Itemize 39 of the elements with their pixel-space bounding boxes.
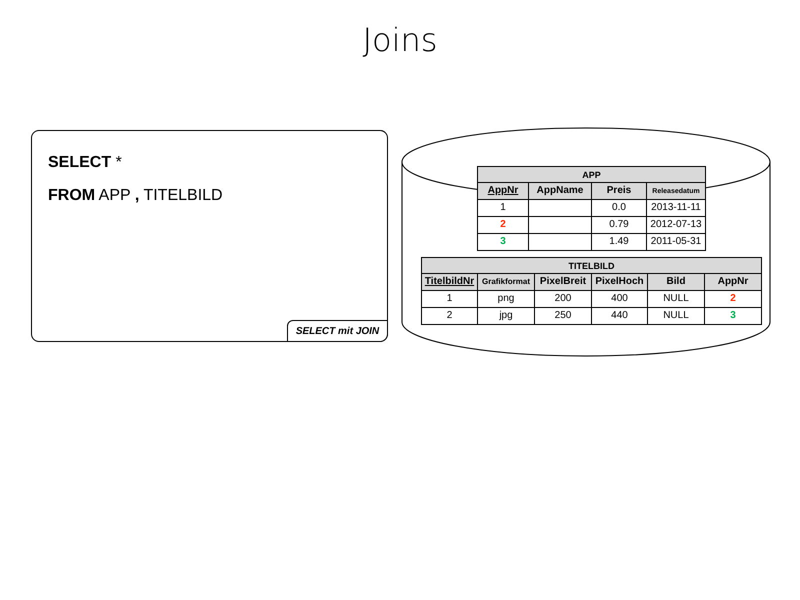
table-cell: 0.0 [592,200,647,216]
table-cell: 400 [592,291,648,307]
table-cell: 250 [535,308,592,324]
table-cell: jpg [478,308,535,324]
sql-line: SELECT* [48,153,122,173]
table-cell-text: 3 [729,309,737,323]
query-card [31,130,388,342]
table-cell: Preis [592,183,647,199]
table-cell-text: 2 [729,292,737,306]
data-table [477,166,706,251]
table-cell: Grafikformat [478,274,535,290]
table-cell: PixelBreit [535,274,592,290]
table-cell: NULL [648,308,705,324]
table-cell: AppNr [478,183,529,199]
tab-label: SELECT mit JOIN [287,320,388,342]
table-cell: 0.79 [592,217,647,233]
table-cell: 1.49 [592,234,647,250]
data-table [421,257,762,325]
table-cell: NULL [648,291,705,307]
table-cell-text: 2012-07-13 [649,218,703,232]
table-cell-text: 2013-11-11 [650,201,702,215]
table-title: APP [478,167,705,183]
table-cell: 200 [535,291,592,307]
table-cell: 2 [478,217,529,233]
table-cell: 1 [422,291,478,307]
table-cell-text: 2011-05-31 [650,235,702,249]
table-cell: AppNr [705,274,761,290]
table-cell: AppName [529,183,592,199]
table-cell: png [478,291,535,307]
table-cell: 3 [478,234,529,250]
table-cell: 2 [422,308,478,324]
title: Joins [362,22,438,58]
table-title: TITELBILD [422,258,761,274]
table-cell: Bild [648,274,705,290]
sql-line: FROM APP , TITELBILD [48,186,223,206]
table-cell: PixelHoch [592,274,648,290]
table-cell: 1 [478,200,529,216]
table-cell: TitelbildNr [422,274,478,290]
table-cell: 440 [592,308,648,324]
